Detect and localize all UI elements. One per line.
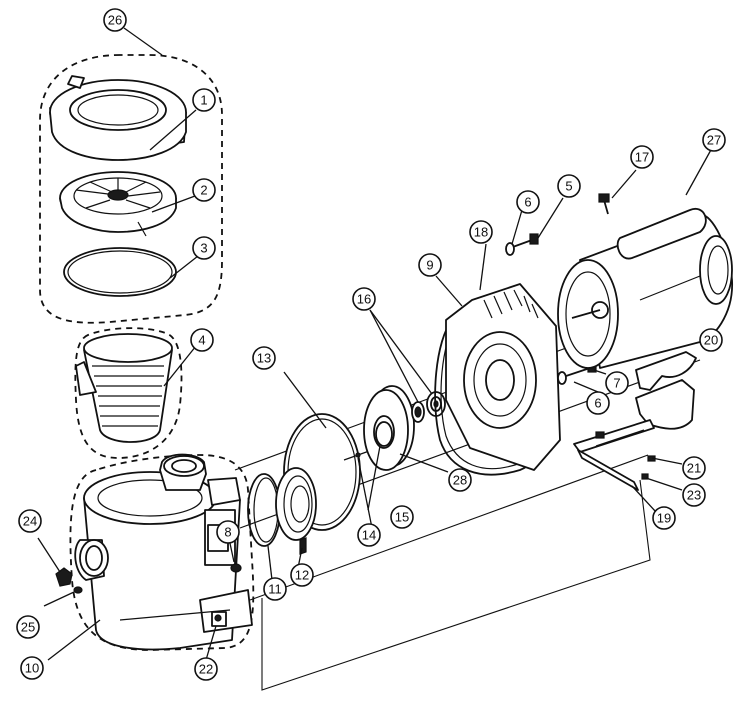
callout-28: 28 xyxy=(448,468,472,492)
callout-24: 24 xyxy=(18,509,42,533)
callout-8: 8 xyxy=(216,520,240,544)
callout-7: 7 xyxy=(605,371,629,395)
locking-ring xyxy=(49,75,187,161)
diffuser xyxy=(275,413,361,541)
impeller-insert xyxy=(375,421,393,447)
svg-text:1: 1 xyxy=(200,93,207,108)
callout-2: 2 xyxy=(192,178,216,202)
svg-text:22: 22 xyxy=(199,662,213,677)
mounting-base-rail xyxy=(573,419,655,491)
callout-18: 18 xyxy=(469,220,493,244)
callout-12: 12 xyxy=(290,563,314,587)
svg-text:18: 18 xyxy=(474,225,488,240)
motor xyxy=(557,207,733,369)
svg-text:12: 12 xyxy=(295,568,309,583)
adapter-bolt-upper xyxy=(505,233,539,256)
cover-o-ring xyxy=(63,247,177,297)
svg-text:20: 20 xyxy=(704,333,718,348)
housing-plug xyxy=(211,611,227,627)
callout-25: 25 xyxy=(16,615,40,639)
base-screws xyxy=(595,431,656,480)
callout-27: 27 xyxy=(702,128,726,152)
svg-text:11: 11 xyxy=(268,582,282,597)
callout-6-upper: 6 xyxy=(516,190,540,214)
callout-21: 21 xyxy=(682,456,706,480)
motor-screw xyxy=(598,193,610,215)
callout-14: 14 xyxy=(357,523,381,547)
callout-1: 1 xyxy=(192,88,216,112)
strainer-basket xyxy=(75,333,173,443)
basket-kit-outline xyxy=(74,327,183,459)
callout-13: 13 xyxy=(252,346,276,370)
strainer-cover xyxy=(59,171,177,237)
svg-text:25: 25 xyxy=(21,620,35,635)
callout-4: 4 xyxy=(190,328,214,352)
callout-20: 20 xyxy=(699,328,723,352)
svg-text:6: 6 xyxy=(524,195,531,210)
svg-text:9: 9 xyxy=(426,258,433,273)
svg-text:10: 10 xyxy=(25,661,39,676)
callout-6-lower: 6 xyxy=(586,391,610,415)
shaft-seal xyxy=(411,391,446,423)
svg-text:13: 13 xyxy=(257,351,271,366)
callout-5: 5 xyxy=(557,174,581,198)
callout-15: 15 xyxy=(390,505,414,529)
svg-text:3: 3 xyxy=(200,241,207,256)
callout-26: 26 xyxy=(103,8,127,32)
callout-9: 9 xyxy=(418,253,442,277)
svg-text:6: 6 xyxy=(594,396,601,411)
svg-text:23: 23 xyxy=(687,488,701,503)
strainer-cover-kit-outline xyxy=(39,54,223,324)
callouts: 26 1 2 3 4 17 27 5 6 18 9 16 13 20 7 6 2… xyxy=(16,8,726,681)
callout-22: 22 xyxy=(194,657,218,681)
svg-text:2: 2 xyxy=(200,183,207,198)
svg-text:5: 5 xyxy=(565,179,572,194)
svg-text:21: 21 xyxy=(687,461,701,476)
svg-text:27: 27 xyxy=(707,133,721,148)
svg-text:4: 4 xyxy=(198,333,205,348)
housing-drain-plug xyxy=(230,563,242,573)
seal-plate xyxy=(445,283,561,471)
callout-10: 10 xyxy=(20,656,44,680)
diffuser-o-ring xyxy=(247,473,281,547)
svg-text:16: 16 xyxy=(357,292,371,307)
svg-text:19: 19 xyxy=(657,511,671,526)
svg-text:7: 7 xyxy=(613,376,620,391)
motor-support xyxy=(635,351,697,430)
pump-body-housing xyxy=(74,453,253,651)
callout-16: 16 xyxy=(352,287,376,311)
svg-text:17: 17 xyxy=(635,150,649,165)
callout-19: 19 xyxy=(652,506,676,530)
svg-text:14: 14 xyxy=(362,528,376,543)
drain-plug xyxy=(55,567,83,594)
callout-3: 3 xyxy=(192,236,216,260)
callout-23: 23 xyxy=(682,483,706,507)
callout-17: 17 xyxy=(630,145,654,169)
svg-text:8: 8 xyxy=(224,525,231,540)
svg-text:26: 26 xyxy=(108,13,122,28)
callout-11: 11 xyxy=(263,577,287,601)
svg-text:24: 24 xyxy=(23,514,37,529)
svg-text:28: 28 xyxy=(453,473,467,488)
svg-text:15: 15 xyxy=(395,510,409,525)
